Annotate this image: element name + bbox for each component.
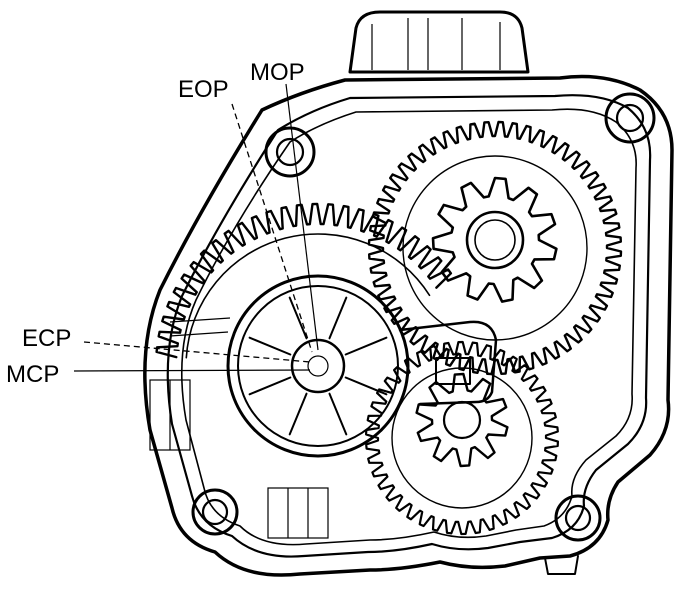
lever-stop — [435, 357, 471, 385]
sector-gear — [155, 202, 453, 359]
lever-slot — [169, 317, 231, 337]
mcp-leader — [73, 369, 311, 372]
wheel-spoke — [344, 376, 388, 396]
mounting-hole-bottom-left — [191, 488, 239, 536]
lower-gear-pinion — [415, 372, 509, 468]
large-gear-pinion — [431, 176, 558, 303]
gear-teeth — [155, 202, 453, 359]
lever-arm — [398, 320, 498, 406]
wheel-spoke — [248, 336, 292, 356]
connector-block — [348, 10, 530, 74]
eop-label: EOP — [178, 76, 229, 103]
housing-ribs — [149, 379, 329, 539]
wheel-spoke — [344, 336, 388, 356]
gear-hub — [442, 400, 482, 440]
output-wheel — [226, 274, 410, 458]
eop-leader — [231, 103, 313, 353]
wheel-spoke — [248, 376, 292, 396]
housing-outline — [143, 74, 674, 577]
mounting-hole-bottom-right — [554, 494, 602, 542]
mcp-label: MCP — [6, 361, 59, 388]
lower-gear — [365, 340, 559, 536]
gear-teeth — [431, 176, 558, 303]
wheel-spoke — [288, 296, 308, 340]
ecp-leader — [83, 341, 311, 363]
gear-teeth — [415, 372, 509, 468]
bottom-tab — [544, 555, 579, 575]
wheel-spoke — [328, 392, 348, 436]
mounting-hole-top-left — [264, 126, 316, 178]
mop-leader — [285, 83, 319, 351]
sector-gear-rim — [185, 233, 431, 359]
gear-hub — [391, 367, 533, 509]
housing-gasket-outer — [166, 94, 652, 558]
gear-hub — [465, 210, 525, 270]
ecp-label: ECP — [22, 325, 71, 352]
gear-teeth — [367, 120, 623, 376]
gear-teeth — [365, 340, 559, 536]
mounting-hole-top-right — [604, 92, 656, 144]
gear-hub — [474, 219, 516, 261]
wheel-spoke — [288, 392, 308, 436]
mop-label: MOP — [250, 59, 305, 86]
housing-gasket-inner — [180, 108, 637, 546]
wheel-spoke — [328, 296, 348, 340]
